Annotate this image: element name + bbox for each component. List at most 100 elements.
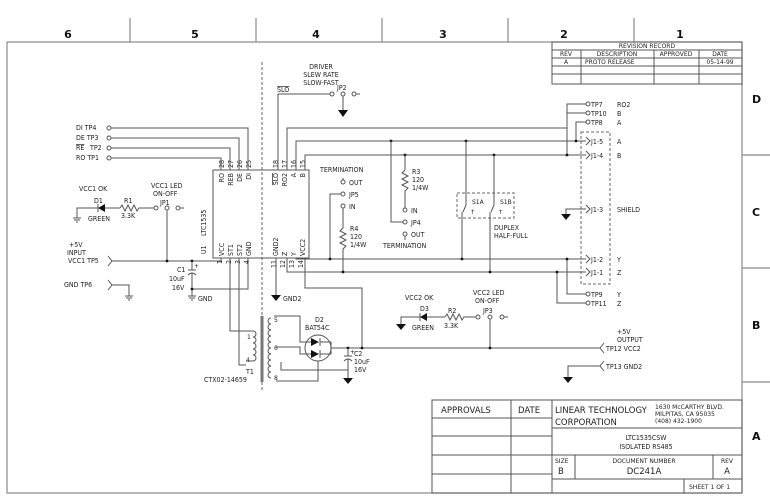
ic-top-right-pins: 18 17 16 15 SLO RO2 A B	[272, 160, 307, 186]
input-label: INPUT	[67, 249, 86, 257]
pin-slo-name: SLO	[272, 173, 280, 185]
j1-3-net: SHIELD	[617, 206, 640, 214]
tp6-connector-icon	[107, 279, 113, 291]
pin-17-num: 17	[281, 160, 289, 168]
c2-ref: C2	[354, 350, 362, 358]
s1a-label: S1A	[472, 199, 485, 206]
vcc1-input: +5V INPUT VCC1 TP5 GND TP6 + C1 10uF 16V…	[64, 241, 249, 303]
pin-1-num: 1	[216, 260, 224, 264]
svg-text:↑: ↑	[498, 209, 503, 216]
tp9-label: TP9	[590, 291, 603, 299]
di-tp4-label: DI TP4	[76, 124, 96, 132]
resistor-r1-icon	[119, 203, 154, 213]
jp4-ref: JP4	[410, 219, 421, 227]
pin-25-num: 25	[245, 160, 253, 168]
pin-z-name: Z	[281, 251, 289, 256]
jp5-ref: JP5	[348, 191, 359, 199]
r3-ref: R3	[412, 168, 420, 176]
c2-value: 10uF	[354, 358, 370, 366]
jp2-slew-rate: DRIVER SLEW RATE SLOW-FAST JP2 SLO	[277, 63, 360, 170]
vcc2-trace	[304, 258, 363, 348]
pin-27-num: 27	[227, 160, 235, 168]
t1-part: CTX02-14659	[204, 376, 247, 384]
t1-pin-8: 8	[274, 375, 278, 382]
r2-ref: R2	[448, 307, 456, 315]
pin-16-num: 16	[290, 160, 298, 168]
zone-col-2: 2	[560, 28, 568, 41]
revision-record: REVISION RECORD REV DESCRIPTION APPROVED…	[551, 41, 743, 85]
jp1-label-line2: ON-OFF	[153, 190, 178, 198]
pin-b-name: B	[299, 173, 307, 177]
ic-ref-label: U1	[200, 245, 208, 254]
pin-12-num: 12	[279, 260, 287, 268]
description-value: PROTO RELEASE	[585, 59, 635, 66]
tp4-pad	[106, 125, 112, 131]
transformer-t1: 1 4 5 6 8 T1 CTX02-14659	[204, 316, 278, 384]
rev-header: REV	[560, 51, 573, 58]
duplex-switch-s1: S1A S1B ↑ ↑ DUPLEX HALF-FULL	[456, 139, 528, 274]
size-value: B	[558, 467, 564, 477]
r3-value: 120	[412, 176, 424, 184]
y-bus	[295, 258, 586, 260]
re-label: RE	[76, 144, 84, 152]
resistor-r4-icon	[338, 208, 348, 272]
d3-ref: D3	[420, 305, 429, 313]
t1-pin-1: 1	[247, 334, 251, 341]
power-outputs: +5V OUTPUT TP12 VCC2 TP13 GND2	[563, 328, 643, 383]
revision-record-title: REVISION RECORD	[619, 43, 676, 50]
connector-j1: J1-5 J1-4 J1-3 J1-2 J1-1 A B SHIELD Y Z	[561, 131, 640, 285]
t1-pin-4: 4	[246, 357, 250, 364]
jp2-line2: SLEW RATE	[303, 71, 338, 79]
company-line1: LINEAR TECHNOLOGY	[555, 406, 648, 416]
company-line2: CORPORATION	[555, 418, 617, 428]
svg-text:+: +	[194, 263, 199, 270]
tp13-label: TP13 GND2	[605, 363, 642, 371]
t1-pin-6: 6	[274, 345, 278, 352]
zone-col-3: 3	[439, 28, 447, 41]
jp5-in-label: IN	[349, 203, 356, 211]
ro2-trace	[286, 103, 582, 170]
zone-column-labels: 6 5 4 3 2 1	[64, 28, 684, 41]
date-value: 05-14-99	[706, 59, 733, 66]
jp4-out-label: OUT	[411, 231, 425, 239]
led-d3-icon	[420, 313, 427, 321]
j1-1-net: Z	[617, 269, 622, 277]
de-tp3-label: DE TP3	[76, 134, 98, 142]
zone-row-a: A	[752, 430, 761, 443]
z-bus	[286, 258, 586, 273]
pin-gnd2-name: GND2	[272, 238, 280, 256]
d1-ref: D1	[94, 197, 103, 205]
jp3-line1: VCC2 LED	[473, 289, 505, 297]
tp2-pad	[106, 145, 112, 151]
c1-voltage: 16V	[172, 284, 185, 292]
pin-reb-name: REB	[227, 173, 235, 186]
c1-value: 10uF	[169, 275, 185, 283]
zone-col-4: 4	[312, 28, 320, 41]
led-d1-icon	[98, 204, 105, 212]
zone-row-c: C	[752, 206, 760, 219]
zone-col-6: 6	[64, 28, 72, 41]
svg-text:↑: ↑	[470, 209, 475, 216]
j1-4-net: B	[617, 152, 621, 160]
resistor-r2-icon	[444, 312, 476, 322]
jp2-line1: DRIVER	[309, 63, 333, 71]
jp3-line2: ON-OFF	[475, 297, 500, 305]
description-header: DESCRIPTION	[597, 51, 638, 58]
vcc2-out-line1: +5V	[617, 328, 631, 336]
j1-5-net: A	[617, 138, 622, 146]
pin-a-name: A	[290, 172, 298, 177]
jp1-pin3	[175, 205, 181, 211]
switch-line1: DUPLEX	[494, 224, 520, 232]
approvals-header: APPROVALS	[441, 406, 491, 416]
j1-3-label: J1-3	[590, 206, 603, 214]
jp5-out-label: OUT	[349, 179, 363, 187]
j1-2-net: Y	[616, 256, 621, 264]
address-line2: MILPITAS, CA 95035	[655, 411, 715, 418]
date-header: DATE	[712, 51, 728, 58]
jp1-ref: JP1	[159, 199, 170, 207]
pin-3-num: 3	[234, 260, 242, 264]
ic-bottom-right-pins: GND2 Z Y VCC2 11 12 13 14	[270, 238, 307, 268]
r4-value: 120	[350, 233, 362, 241]
pin-y-name: Y	[290, 252, 298, 257]
tp5-connector-icon	[107, 255, 113, 267]
